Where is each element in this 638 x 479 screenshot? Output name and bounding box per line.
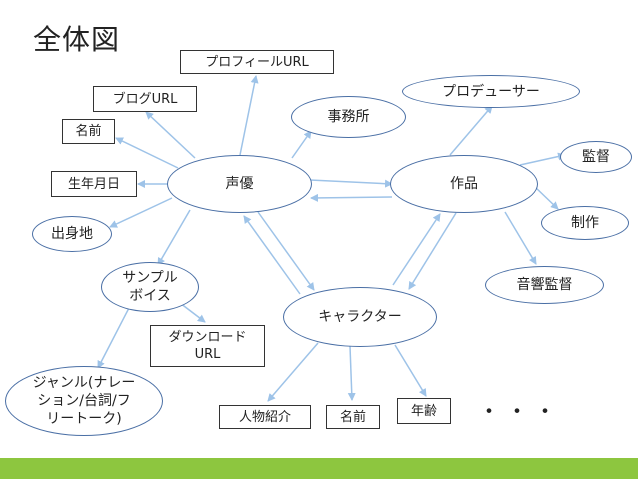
node-genre: ジャンル(ナレー ション/台詞/フ リートーク): [5, 366, 163, 436]
node-download-url: ダウンロード URL: [150, 325, 265, 367]
arrow-seiyu-character: [257, 211, 315, 291]
arrow-seiyu-name: [115, 137, 179, 169]
node-jinbutsu: 人物紹介: [219, 405, 311, 429]
node-onkyo-kantoku: 音響監督: [485, 266, 604, 304]
node-kantoku: 監督: [560, 141, 632, 173]
arrow-seiyu-profile: [239, 75, 259, 156]
node-jimusho: 事務所: [291, 96, 406, 138]
arrow-character-seiyu: [243, 215, 301, 295]
arrow-sample-genre: [97, 305, 131, 369]
node-name-seiyu: 名前: [62, 119, 115, 144]
arrow-seiyu-blog: [145, 111, 196, 159]
node-seisaku: 制作: [541, 206, 629, 240]
page-title: 全体図: [33, 23, 121, 56]
node-producer: プロデューサー: [402, 75, 580, 108]
arrow-sample-download: [179, 302, 206, 323]
arrow-character-sakuhin: [392, 213, 441, 286]
arrow-character-nenrei: [394, 344, 427, 397]
arrow-sakuhin-kantoku: [519, 152, 566, 166]
arrow-seiyu-sakuhin: [309, 179, 393, 188]
more-ellipsis: ・・・: [478, 400, 563, 425]
node-blog-url: ブログURL: [93, 86, 197, 112]
arrow-character-jinbutsu: [267, 342, 319, 402]
node-birthday: 生年月日: [51, 171, 137, 197]
arrow-sakuhin-onkyo: [504, 211, 537, 265]
arrow-seiyu-birthplace: [109, 197, 173, 228]
node-name-character: 名前: [326, 405, 380, 429]
arrow-seiyu-jimusho: [291, 130, 312, 159]
node-nenrei: 年齢: [397, 398, 451, 424]
footer-bar: [0, 458, 638, 479]
arrow-sakuhin-seiyu: [310, 193, 393, 202]
arrow-sakuhin-seisaku: [533, 185, 559, 210]
node-birthplace: 出身地: [32, 216, 112, 252]
node-seiyu: 声優: [167, 155, 312, 213]
node-profile-url: プロフィールURL: [180, 50, 334, 74]
arrow-character-name: [347, 345, 356, 401]
node-character: キャラクター: [283, 287, 437, 347]
arrow-sakuhin-character: [408, 212, 457, 290]
node-sakuhin: 作品: [390, 155, 538, 213]
node-sample-voice: サンプル ボイス: [101, 262, 199, 312]
arrow-sakuhin-producer: [449, 105, 493, 156]
arrow-seiyu-sample: [157, 209, 191, 266]
